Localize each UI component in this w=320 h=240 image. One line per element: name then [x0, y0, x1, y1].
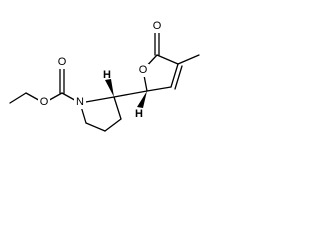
atom-label: O: [139, 64, 148, 76]
bond-c2-c3: [156, 54, 179, 65]
atom-pyrrolidine-n: N: [74, 96, 86, 109]
atom-carbamate-carbonyl-o: O: [56, 56, 68, 69]
bond-pyrrolidine-c2-furanone-c5: [113, 90, 148, 98]
atom-label: O: [58, 56, 67, 68]
atom-ring-o: O: [137, 64, 149, 77]
wedge-bond-c2-h: [105, 79, 114, 97]
bond-c3-c4-double-1: [170, 63, 179, 88]
bond-c5-c4: [85, 122, 106, 132]
atom-lactone-carbonyl-o: O: [151, 20, 163, 33]
bond-c3-c4-double-2: [174, 65, 183, 90]
wedge-bond-c5-h: [137, 91, 147, 108]
chemical-structure: O O N O O H H: [9, 20, 200, 132]
bond-ethyl-ch3-ch2: [9, 92, 27, 104]
atom-label: O: [40, 96, 49, 108]
bond-c4-c5: [146, 86, 172, 92]
bond-c3-methyl: [177, 54, 200, 65]
atom-carbamate-ester-o: O: [38, 96, 50, 109]
bond-c4-c3: [104, 118, 122, 132]
bond-c3-c2: [113, 96, 122, 120]
stereo-h-pyrrolidine-c2: H: [103, 69, 111, 81]
stereo-h-furanone-c5: H: [135, 108, 143, 120]
atom-label: O: [153, 20, 162, 32]
atom-label: N: [76, 96, 84, 108]
